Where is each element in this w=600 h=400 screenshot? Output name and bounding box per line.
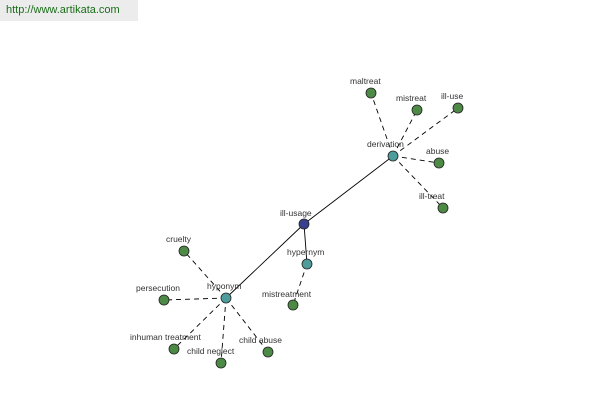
node-dot-abuse[interactable] — [433, 157, 445, 169]
node-child-neglect[interactable]: child neglect — [187, 346, 235, 369]
node-label-mistreatment: mistreatment — [262, 289, 312, 299]
edge-derivation-to-mistreat — [392, 109, 418, 157]
node-dot-maltreat[interactable] — [365, 87, 377, 99]
node-label-persecution: persecution — [136, 283, 180, 293]
node-dot-hyponym[interactable] — [220, 292, 232, 304]
node-label-ill-treat: ill-treat — [419, 191, 445, 201]
edge-derivation-to-ill-use — [392, 107, 459, 157]
node-dot-hypernym[interactable] — [301, 258, 313, 270]
edge-ill-usage-to-derivation — [303, 155, 394, 225]
node-cruelty[interactable]: cruelty — [166, 234, 192, 257]
node-label-derivation: derivation — [367, 139, 404, 149]
node-label-hypernym: hypernym — [287, 247, 324, 257]
node-dot-inhuman-treatment[interactable] — [168, 343, 180, 355]
node-dot-ill-use[interactable] — [452, 102, 464, 114]
node-mistreatment[interactable]: mistreatment — [262, 289, 312, 311]
node-abuse[interactable]: abuse — [426, 146, 449, 169]
node-label-abuse: abuse — [426, 146, 449, 156]
node-dot-ill-usage[interactable] — [298, 218, 310, 230]
node-label-inhuman-treatment: inhuman treatment — [130, 332, 202, 342]
node-label-child-neglect: child neglect — [187, 346, 235, 356]
node-dot-mistreat[interactable] — [411, 104, 423, 116]
node-label-ill-use: ill-use — [441, 91, 463, 101]
node-label-mistreat: mistreat — [396, 93, 427, 103]
node-ill-treat[interactable]: ill-treat — [419, 191, 449, 214]
edge-hyponym-to-cruelty — [183, 250, 227, 299]
node-ill-use[interactable]: ill-use — [441, 91, 464, 114]
node-dot-child-neglect[interactable] — [215, 357, 227, 369]
node-mistreat[interactable]: mistreat — [396, 93, 427, 116]
edge-hyponym-to-inhuman-treatment — [173, 297, 227, 350]
node-hypernym[interactable]: hypernym — [287, 247, 324, 270]
edge-hyponym-to-persecution — [163, 297, 227, 301]
edge-derivation-to-maltreat — [370, 92, 394, 157]
node-persecution[interactable]: persecution — [136, 283, 180, 306]
node-dot-cruelty[interactable] — [178, 245, 190, 257]
node-dot-derivation[interactable] — [387, 150, 399, 162]
edge-hyponym-to-child-neglect — [220, 297, 227, 364]
node-inhuman-treatment[interactable]: inhuman treatment — [130, 332, 202, 355]
source-url-banner[interactable]: http://www.artikata.com — [0, 0, 138, 21]
edges-layer — [163, 92, 459, 364]
node-ill-usage[interactable]: ill-usage — [280, 208, 312, 230]
node-label-child-abuse: child abuse — [239, 335, 282, 345]
edge-hyponym-to-child-abuse — [225, 297, 269, 353]
node-maltreat[interactable]: maltreat — [350, 76, 381, 99]
edge-derivation-to-ill-treat — [392, 155, 444, 209]
edge-ill-usage-to-hypernym — [303, 223, 308, 265]
edge-ill-usage-to-hyponym — [225, 223, 305, 299]
node-label-cruelty: cruelty — [166, 234, 192, 244]
node-label-maltreat: maltreat — [350, 76, 381, 86]
node-dot-ill-treat[interactable] — [437, 202, 449, 214]
node-child-abuse[interactable]: child abuse — [239, 335, 282, 358]
node-label-hyponym: hyponym — [207, 281, 242, 291]
node-hyponym[interactable]: hyponym — [207, 281, 242, 304]
edge-derivation-to-abuse — [392, 155, 440, 164]
node-dot-persecution[interactable] — [158, 294, 170, 306]
node-label-ill-usage: ill-usage — [280, 208, 312, 218]
edge-hypernym-to-mistreatment — [292, 263, 308, 306]
node-dot-child-abuse[interactable] — [262, 346, 274, 358]
nodes-layer: ill-usage derivation hyponym hypernym maltre… — [130, 76, 464, 369]
node-derivation[interactable]: derivation — [367, 139, 404, 162]
node-dot-mistreatment[interactable] — [287, 299, 299, 311]
